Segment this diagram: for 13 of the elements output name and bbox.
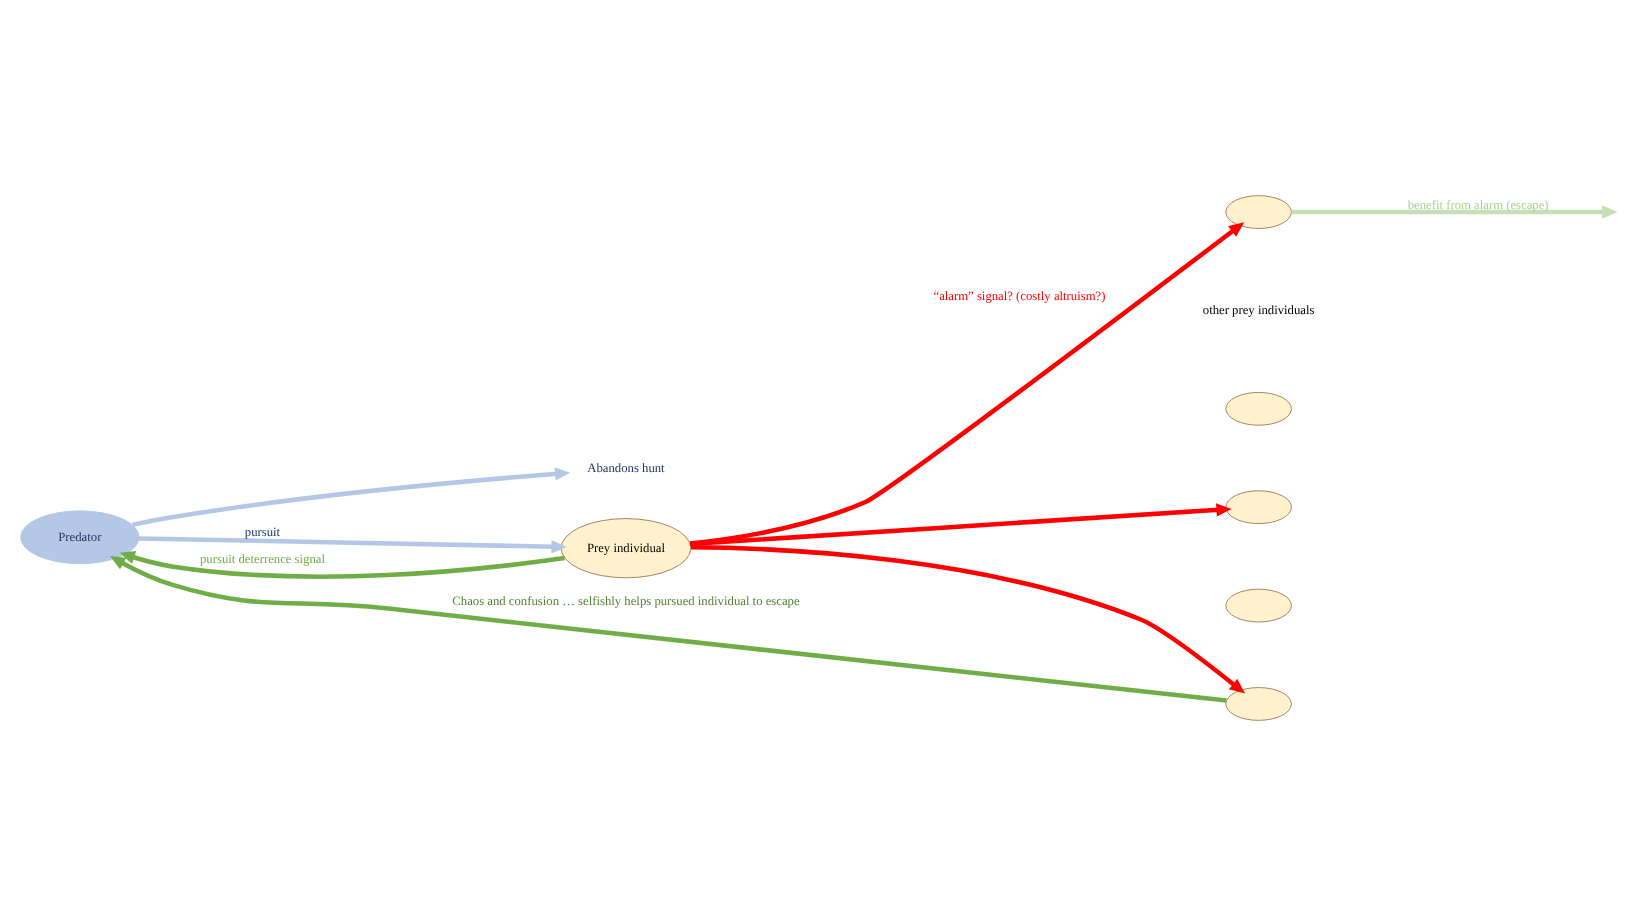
node-ellipse (1225, 195, 1292, 229)
node-ellipse (1225, 391, 1292, 426)
node-ellipse (1225, 588, 1292, 623)
node-ellipse (1225, 687, 1292, 721)
arrow (138, 536, 567, 554)
node-ellipse (1225, 490, 1292, 525)
arrow (689, 222, 1245, 546)
arrow (131, 467, 571, 528)
arrow (690, 503, 1232, 547)
arrow (1291, 205, 1618, 219)
arrow (690, 545, 1246, 694)
arrow (110, 556, 1227, 703)
arrow (119, 551, 565, 579)
